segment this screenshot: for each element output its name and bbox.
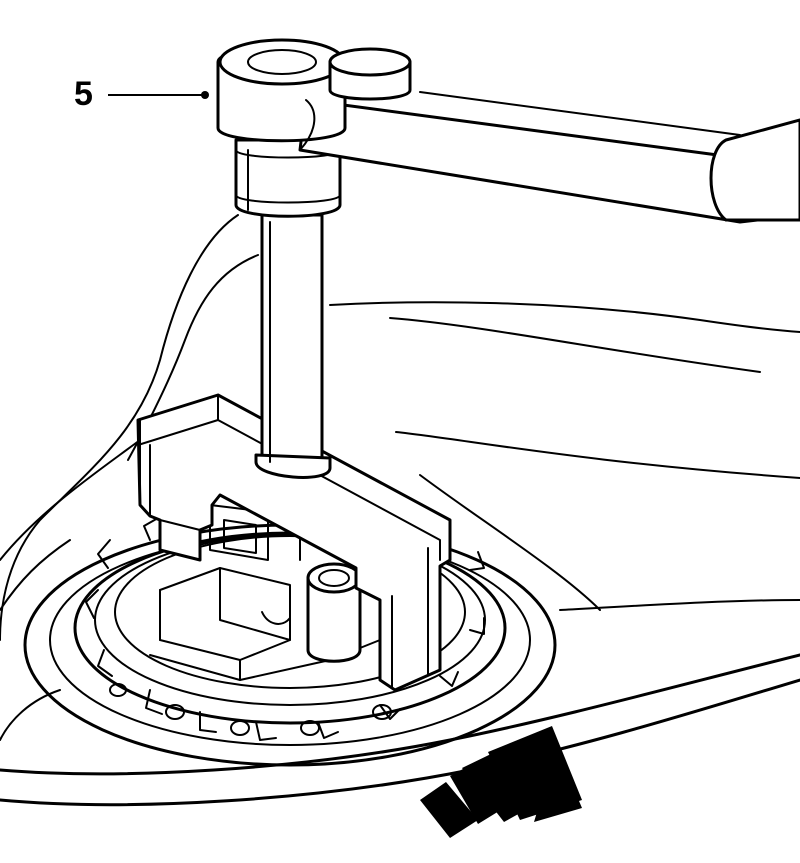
socket	[234, 138, 342, 218]
connector-cylinder	[306, 562, 362, 663]
arrow-icon	[420, 726, 582, 838]
socket-extension	[254, 213, 332, 479]
mounting-ring	[23, 523, 557, 767]
housing-contours	[0, 214, 800, 741]
callout-leader	[108, 91, 209, 99]
lock-ring-lugs	[85, 517, 485, 741]
callout-number: 5	[74, 75, 93, 113]
ratchet-wrench	[216, 38, 800, 224]
